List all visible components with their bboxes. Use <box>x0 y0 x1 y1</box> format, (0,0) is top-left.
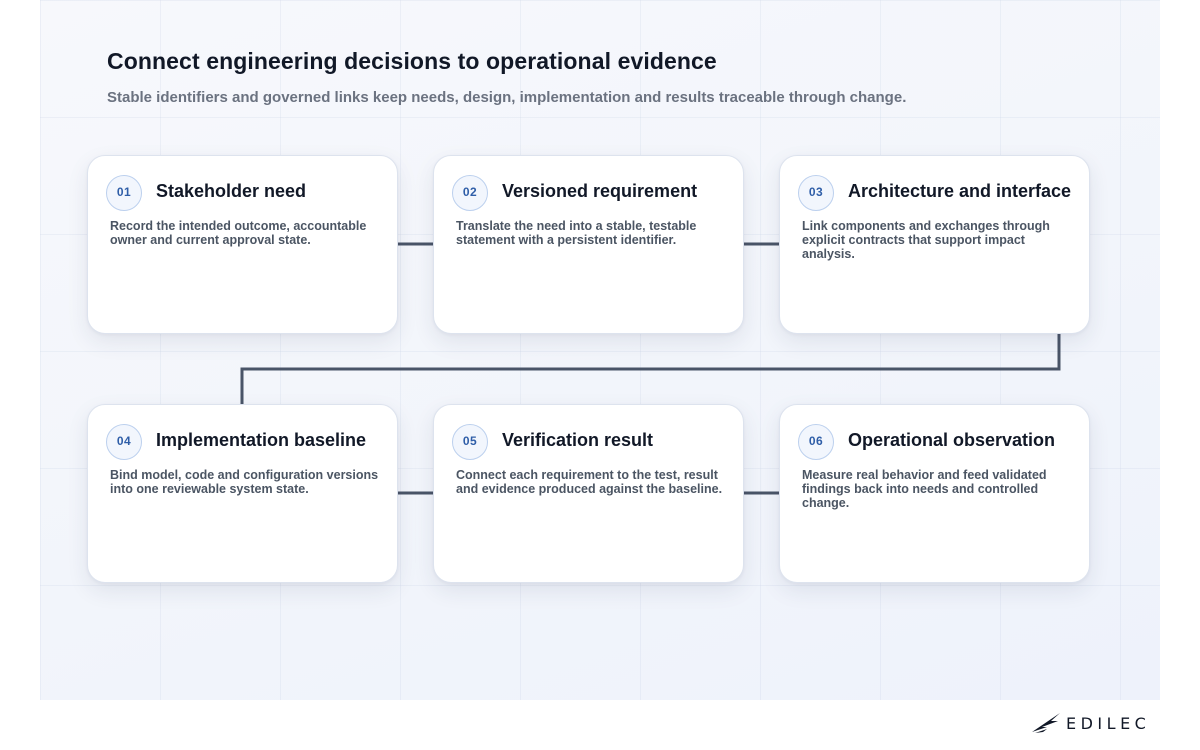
step-description: Bind model, code and configuration versi… <box>110 468 379 496</box>
step-card-stakeholder-need: 01 Stakeholder need Record the intended … <box>87 155 398 334</box>
step-title: Implementation baseline <box>156 430 367 450</box>
step-card-verification-result: 05 Verification result Connect each requ… <box>433 404 744 583</box>
step-card-versioned-requirement: 02 Versioned requirement Translate the n… <box>433 155 744 334</box>
step-number-badge: 05 <box>452 424 488 460</box>
step-description: Record the intended outcome, accountable… <box>110 219 367 247</box>
step-number-badge: 02 <box>452 175 488 211</box>
page-subtitle: Stable identifiers and governed links ke… <box>107 89 907 106</box>
page-title: Connect engineering decisions to operati… <box>107 48 717 74</box>
step-number-badge: 03 <box>798 175 834 211</box>
step-title: Operational observation <box>848 430 1056 450</box>
step-card-implementation-baseline: 04 Implementation baseline Bind model, c… <box>87 404 398 583</box>
brand-logo: EDILEC <box>1031 711 1150 735</box>
step-number-badge: 04 <box>106 424 142 460</box>
step-description: Connect each requirement to the test, re… <box>456 468 723 496</box>
step-title: Verification result <box>502 430 654 450</box>
step-number-badge: 06 <box>798 424 834 460</box>
step-description: Link components and exchanges through ex… <box>802 219 1050 261</box>
step-title: Stakeholder need <box>156 181 307 201</box>
step-description: Measure real behavior and feed validated… <box>802 468 1047 510</box>
step-card-architecture-interface: 03 Architecture and interface Link compo… <box>779 155 1090 334</box>
brand-logo-text: EDILEC <box>1066 713 1151 733</box>
step-description: Translate the need into a stable, testab… <box>456 219 697 247</box>
step-card-operational-observation: 06 Operational observation Measure real … <box>779 404 1090 583</box>
step-title: Architecture and interface <box>848 181 1072 201</box>
wing-logo-icon <box>1032 713 1060 733</box>
step-title: Versioned requirement <box>502 181 698 201</box>
step-number-badge: 01 <box>106 175 142 211</box>
